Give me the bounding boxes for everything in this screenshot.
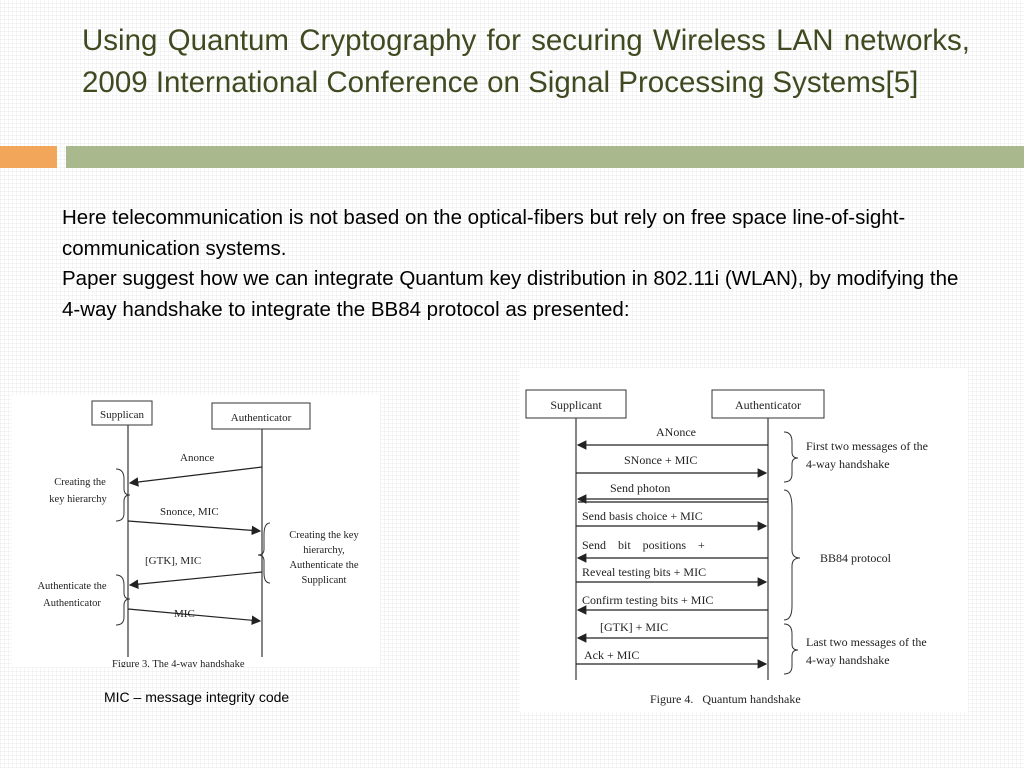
authenticator-label-q: Authenticator [735,398,801,412]
brace-last-two [783,623,799,675]
msg-confirm-label-q: Confirm testing bits + MIC [582,593,713,607]
title-underline-bar [66,146,1024,168]
figure-4way-handshake-diagram: Supplican Authenticator Anonce Snonce, M… [37,400,359,667]
left-note-2-line1: Authenticate the [37,581,106,592]
msg-anonce-label: Anonce [180,452,214,464]
brace-bb84 [783,489,801,621]
msg-mic-label: MIC [174,608,195,620]
authenticator-box [211,402,311,430]
left-note-2-line2: Authenticator [43,598,101,609]
left-brace-1 [115,468,131,522]
figure4-caption: Figure 4. Quantum handshake [650,692,801,706]
msg-snonce-arrow [127,520,262,536]
supplicant-box-q [525,389,627,419]
note-first-two-line2: 4-way handshake [806,457,890,471]
right-brace [257,522,271,584]
supplicant-label: Supplican [100,409,144,421]
msg-mic-arrow [127,608,262,626]
paragraph-qkd: Paper suggest how we can integrate Quant… [62,267,959,321]
figure3-caption: Figure 3. The 4-way handshake [112,659,245,667]
right-note-line4: Supplicant [302,575,347,586]
slide-title: Using Quantum Cryptography for securing … [82,24,970,99]
accent-bar [0,146,57,168]
right-note-line1: Creating the key [289,530,359,541]
msg-snonce-label-q: SNonce + MIC [624,453,697,467]
supplicant-box [91,400,153,426]
msg-anonce-label-q: ANonce [656,425,696,439]
note-bb84: BB84 protocol [820,551,892,565]
right-note-line2: hierarchy, [303,545,345,556]
authenticator-box-q [711,389,825,419]
msg-anonce-arrow [128,466,263,487]
msg-reveal-label-q: Reveal testing bits + MIC [582,565,706,579]
msg-gtk-label: [GTK], MIC [145,555,201,567]
note-first-two-line1: First two messages of the [806,439,928,453]
mic-footnote: MIC – message integrity code [104,689,290,705]
msg-gtk-label-q: [GTK] + MIC [600,620,668,634]
right-note-line3: Authenticate the [289,560,358,571]
msg-photon-label-q: Send photon [610,481,670,495]
brace-first-two [783,431,799,483]
msg-basis-label-q: Send basis choice + MIC [582,509,703,523]
figure-quantum-handshake: Supplicant Authenticator ANonce SNonce +… [520,368,968,712]
paragraph-telecom: Here telecommunication is not based on t… [62,206,906,260]
figure-quantum-handshake-diagram: Supplicant Authenticator ANonce SNonce +… [525,389,928,706]
left-note-1-line1: Creating the [54,477,106,488]
authenticator-label: Authenticator [231,412,292,424]
figure-4way-handshake: Supplican Authenticator Anonce Snonce, M… [12,395,380,667]
msg-gtk-arrow [128,571,263,589]
left-brace-2 [115,574,131,626]
note-last-two-line1: Last two messages of the [806,635,927,649]
slide-body: Here telecommunication is not based on t… [62,203,962,325]
msg-ack-label-q: Ack + MIC [584,648,639,662]
left-note-1-line2: key hierarchy [49,494,107,505]
msg-bitpos-label-q: Send bit positions + [582,538,705,552]
msg-snonce-label: Snonce, MIC [160,506,219,518]
note-last-two-line2: 4-way handshake [806,653,890,667]
supplicant-label-q: Supplicant [550,398,602,412]
